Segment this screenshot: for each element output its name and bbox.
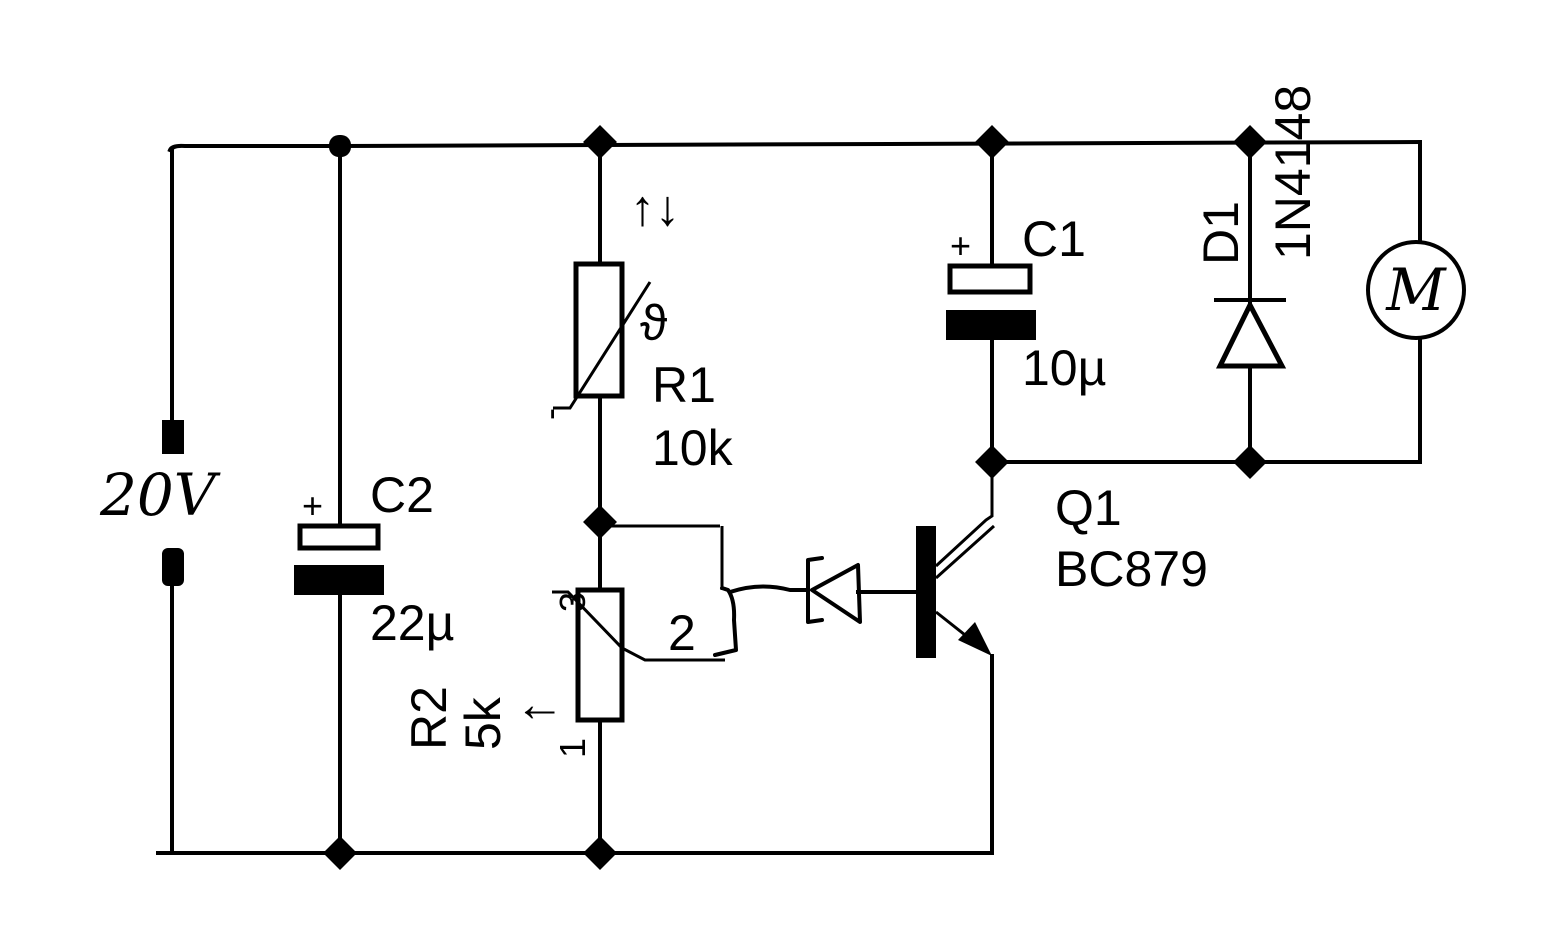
q1-base-bar xyxy=(916,526,936,658)
hand-drawn-zener-link xyxy=(713,556,920,657)
node-bottom-r2 xyxy=(583,836,617,870)
supply-terminal-bottom xyxy=(162,548,184,586)
r1-temp-arrows: ↑↓ xyxy=(630,180,680,236)
r2-pin2: 2 xyxy=(668,605,696,661)
motor-circle xyxy=(1366,240,1466,340)
node-top-c2 xyxy=(329,135,351,157)
d1-name: D1 xyxy=(1193,201,1249,265)
capacitor-c2: + C2 22µ xyxy=(294,144,454,855)
r1-value: 10k xyxy=(652,420,734,476)
q1-value: BC879 xyxy=(1055,541,1208,597)
zener-cathode-bar xyxy=(806,556,824,624)
r1-body xyxy=(573,261,625,399)
motor-symbol: M xyxy=(1385,256,1447,324)
node-d1-bottom xyxy=(1233,445,1267,479)
node-top-c1 xyxy=(975,125,1009,159)
c1-name: C1 xyxy=(1022,211,1086,267)
potentiometer-r2: 3 1 2 R2 5k ↑ xyxy=(401,520,725,855)
c1-polarity: + xyxy=(950,225,971,266)
r1-theta: ϑ xyxy=(640,295,667,351)
node-top-r1 xyxy=(583,125,617,159)
supply-source: 20V xyxy=(99,148,221,855)
r1-slope-mark: - xyxy=(529,408,570,420)
c1-value: 10µ xyxy=(1022,340,1106,396)
zener-triangle xyxy=(810,563,862,624)
diode-d1: D1 1N4148 xyxy=(1193,85,1321,464)
node-collector xyxy=(975,445,1009,479)
supply-terminal-top xyxy=(162,420,184,454)
r1-name: R1 xyxy=(652,357,716,413)
c1-negative-plate xyxy=(946,310,1036,340)
thermistor-r1: ϑ ↑↓ - R1 10k xyxy=(529,140,734,524)
supply-voltage-label: 20V xyxy=(99,461,221,529)
r2-wiper-line xyxy=(552,590,725,662)
c2-name: C2 xyxy=(370,467,434,523)
c1-positive-plate xyxy=(947,263,1033,295)
node-top-d1 xyxy=(1233,125,1267,159)
r2-value: 5k xyxy=(455,696,511,750)
q1-emitter-arrow xyxy=(958,622,992,656)
d1-triangle xyxy=(1215,299,1287,369)
capacitor-c1: + C1 10µ xyxy=(946,140,1106,464)
r2-pin1: 1 xyxy=(552,738,593,758)
c2-polarity: + xyxy=(302,485,323,526)
c2-positive-plate xyxy=(297,523,381,551)
junction-nodes xyxy=(323,125,1267,870)
c2-negative-plate xyxy=(294,565,384,595)
top-rail xyxy=(167,139,1423,153)
motor: M xyxy=(1366,140,1466,464)
r2-name: R2 xyxy=(401,686,457,750)
transistor-q1: Q1 BC879 xyxy=(916,462,1208,855)
r2-pin3: 3 xyxy=(552,592,593,612)
q1-name: Q1 xyxy=(1055,480,1122,536)
node-bottom-c2 xyxy=(323,836,357,870)
r1-slope-line xyxy=(553,281,652,410)
d1-value: 1N4148 xyxy=(1265,85,1321,260)
c2-value: 22µ xyxy=(370,595,454,651)
r2-arrow: ↑ xyxy=(508,700,564,725)
node-r1-r2 xyxy=(583,505,617,539)
